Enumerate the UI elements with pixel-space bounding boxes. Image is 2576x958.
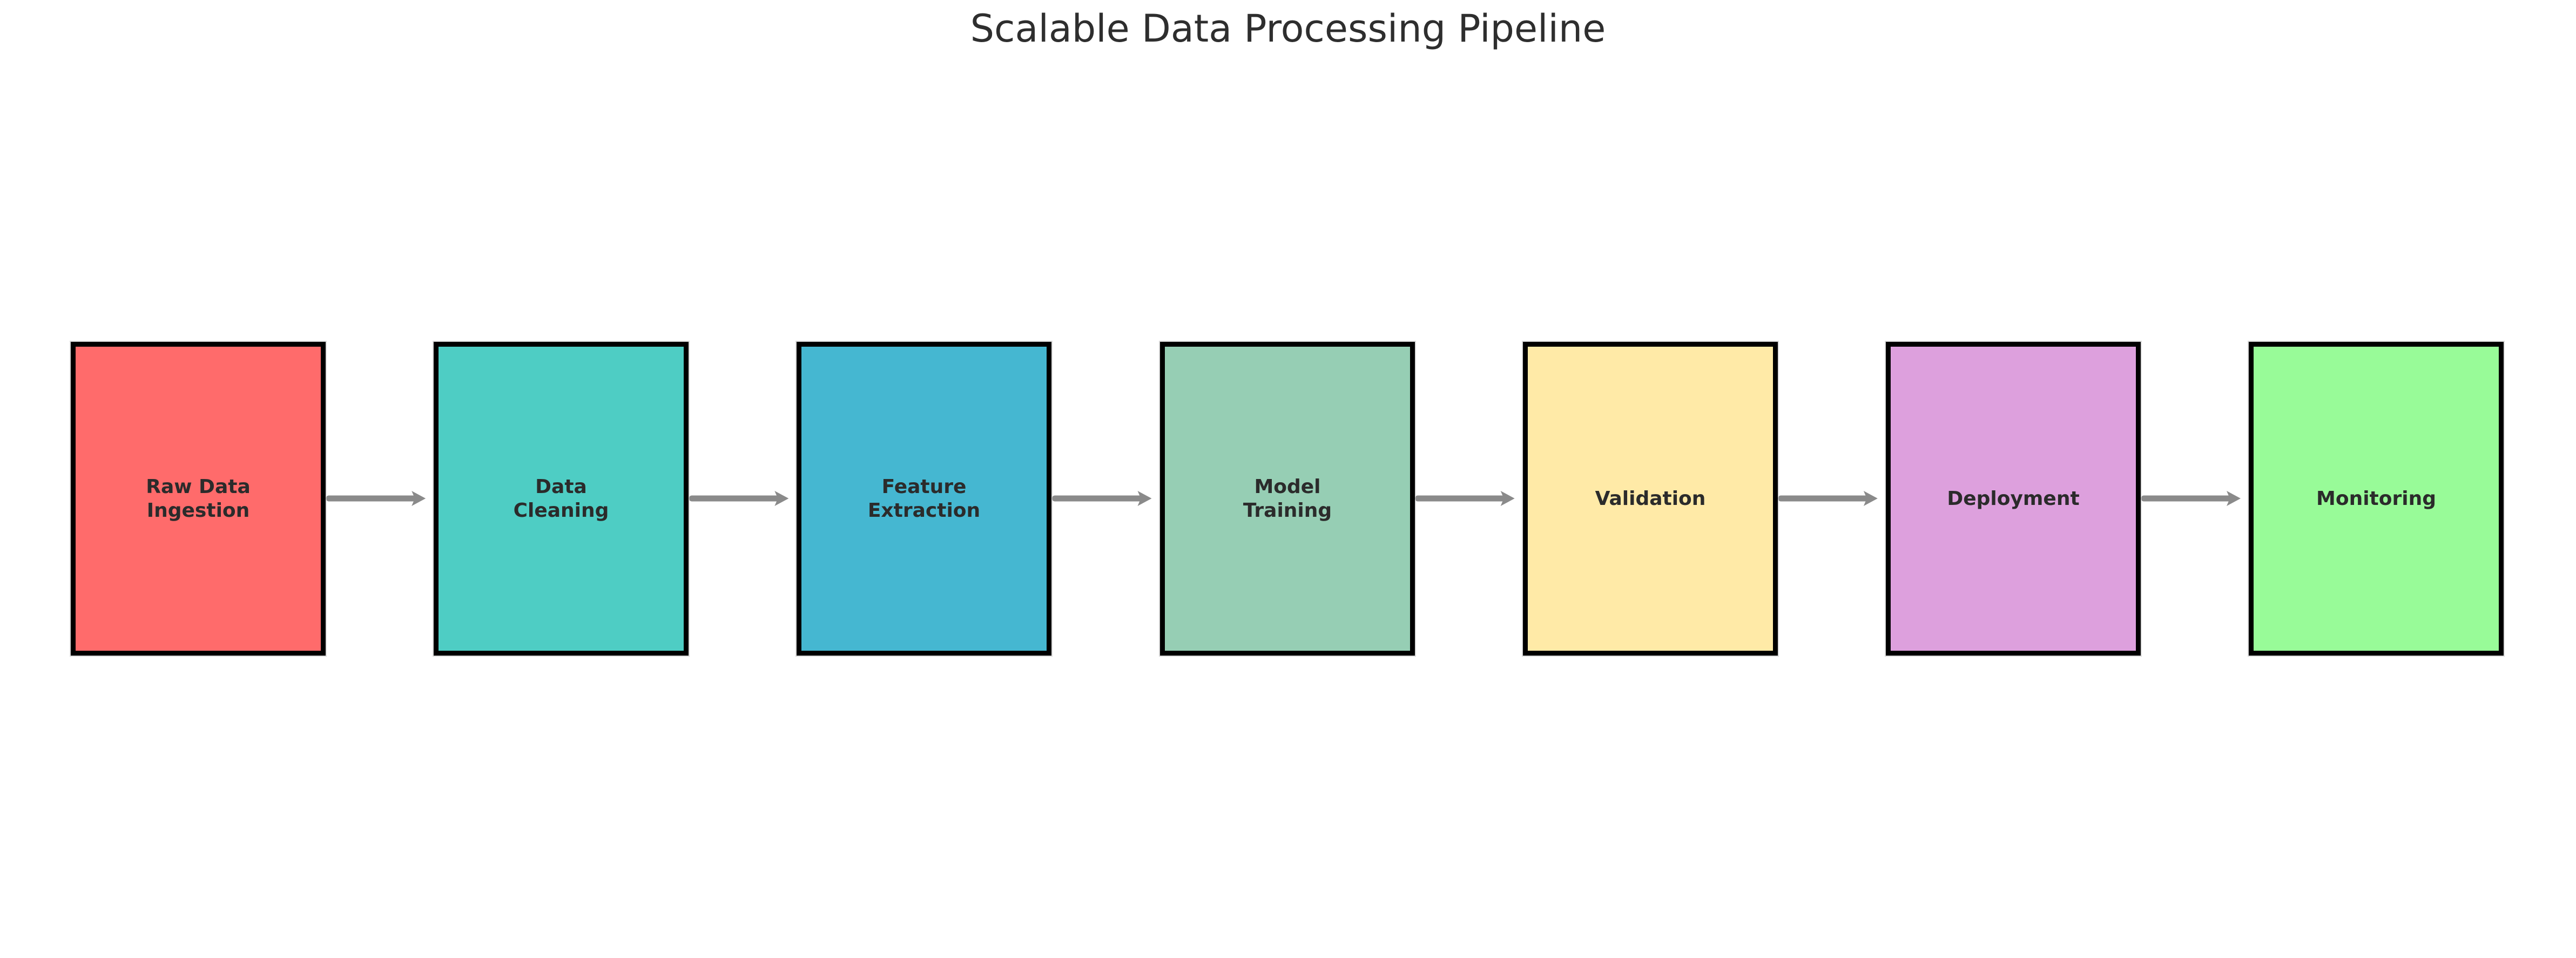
stage-box-feature-extraction: Feature Extraction [797, 342, 1051, 656]
flow-arrow-model-training-to-validation [1415, 491, 1515, 506]
stage-label-raw-data-ingestion: Raw Data Ingestion [146, 476, 251, 522]
stage-box-monitoring: Monitoring [2249, 342, 2504, 656]
stage-label-data-cleaning: Data Cleaning [513, 476, 609, 522]
flow-arrow-raw-data-ingestion-to-data-cleaning [326, 491, 426, 506]
stage-box-validation: Validation [1523, 342, 1778, 656]
flow-arrow-validation-to-deployment [1778, 491, 1878, 506]
stage-box-data-cleaning: Data Cleaning [434, 342, 689, 656]
stage-label-feature-extraction: Feature Extraction [867, 476, 981, 522]
diagram-title: Scalable Data Processing Pipeline [970, 6, 1606, 51]
stage-box-raw-data-ingestion: Raw Data Ingestion [71, 342, 326, 656]
stage-label-validation: Validation [1595, 487, 1706, 510]
flow-arrow-feature-extraction-to-model-training [1051, 491, 1152, 506]
stage-label-deployment: Deployment [1947, 487, 2080, 510]
flow-arrow-deployment-to-monitoring [2141, 491, 2241, 506]
stage-box-deployment: Deployment [1886, 342, 2141, 656]
stage-label-model-training: Model Training [1243, 476, 1332, 522]
flow-arrow-data-cleaning-to-feature-extraction [689, 491, 789, 506]
stage-label-monitoring: Monitoring [2316, 487, 2436, 510]
stage-box-model-training: Model Training [1160, 342, 1415, 656]
